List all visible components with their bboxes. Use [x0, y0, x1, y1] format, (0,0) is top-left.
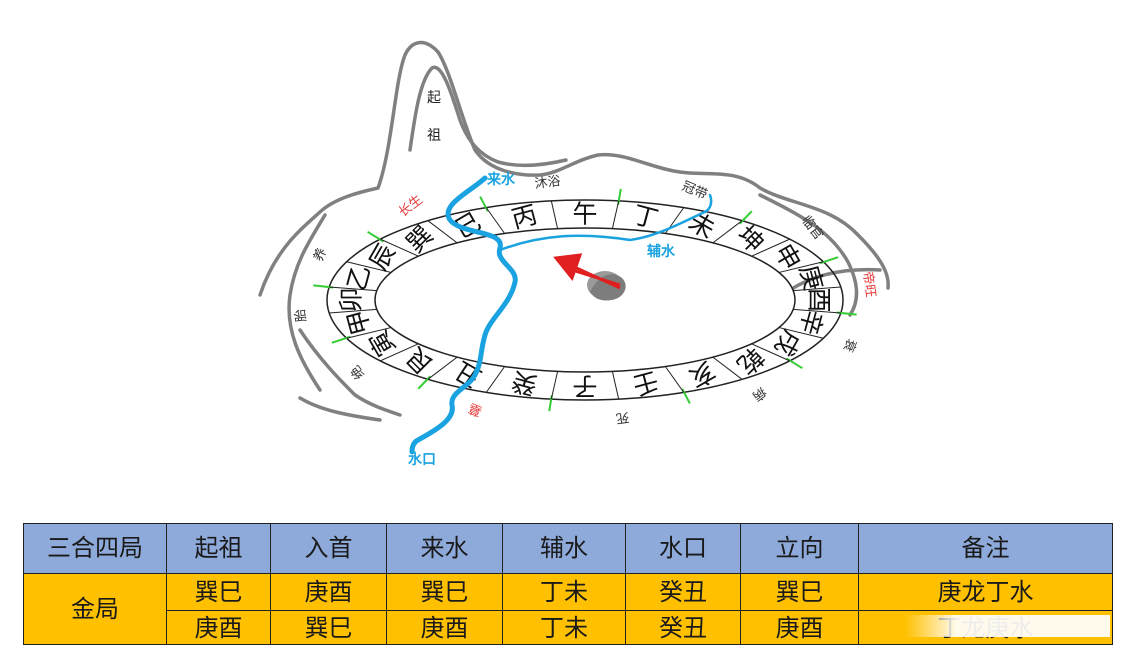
- stage-label: 墓: [467, 400, 485, 419]
- header-cell: 辅水: [503, 524, 626, 574]
- watermark-overlay: [905, 615, 1110, 637]
- stage-label: 死: [615, 409, 630, 426]
- table-cell: 巽巳: [741, 574, 859, 611]
- ring-divider: [551, 371, 557, 399]
- stage-label: 胎: [293, 308, 310, 323]
- table-cell: 巽巳: [167, 574, 271, 611]
- stage-label: 病: [749, 384, 768, 404]
- table-cell: 庚酉: [167, 611, 271, 645]
- table-row: 金局 巽巳 庚酉 巽巳 丁未 癸丑 巽巳 庚龙丁水: [24, 574, 1113, 611]
- stage-label: 长生: [396, 193, 426, 221]
- stage-label: 养: [310, 246, 330, 264]
- ring-divider: [612, 371, 618, 399]
- stage-label: 冠带: [680, 179, 710, 203]
- header-cell: 来水: [387, 524, 503, 574]
- stage-label: 帝旺: [859, 271, 878, 299]
- table-cell: 丁未: [503, 574, 626, 611]
- header-cell: 备注: [859, 524, 1113, 574]
- table-cell: 庚酉: [741, 611, 859, 645]
- water-dragon-diagram: 丙午丁未坤申庚酉辛戌乾亥壬子癸丑艮寅甲卯乙辰巽巳 沐浴冠带临官帝旺衰病死墓绝胎养…: [0, 0, 1135, 510]
- header-cell: 起祖: [167, 524, 271, 574]
- header-cell: 三合四局: [24, 524, 167, 574]
- mountain-label-1: 起: [427, 90, 441, 106]
- ring-character: 子: [572, 372, 597, 401]
- header-cell: 入首: [271, 524, 387, 574]
- ring-divider: [486, 367, 504, 393]
- table-cell: 庚酉: [271, 574, 387, 611]
- water-outlet-label: 水口: [408, 451, 436, 468]
- table-cell: 巽巳: [387, 574, 503, 611]
- ring-character: 丁: [630, 200, 662, 234]
- table-cell: 癸丑: [626, 611, 741, 645]
- header-cell: 水口: [626, 524, 741, 574]
- table-cell: 丁未: [503, 611, 626, 645]
- ring-divider: [486, 208, 504, 234]
- ring-character: 丙: [509, 200, 541, 234]
- stage-label: 绝: [347, 362, 368, 382]
- ring-character: 午: [572, 200, 597, 229]
- stage-label: 沐浴: [534, 174, 562, 192]
- ring-character: 癸: [509, 366, 541, 400]
- mountain-label-2: 祖: [427, 128, 441, 144]
- table-cell: 庚酉: [387, 611, 503, 645]
- table-cell: 巽巳: [271, 611, 387, 645]
- table-header-row: 三合四局 起祖 入首 来水 辅水 水口 立向 备注: [24, 524, 1113, 574]
- ring-divider: [612, 201, 618, 229]
- ring-divider: [551, 201, 557, 229]
- table-cell: 庚龙丁水: [859, 574, 1113, 611]
- auxiliary-water-label: 辅水: [647, 243, 676, 260]
- ring-divider: [665, 367, 683, 393]
- header-cell: 立向: [741, 524, 859, 574]
- group-label-cell: 金局: [24, 574, 167, 645]
- incoming-water-label: 来水: [486, 171, 516, 188]
- stage-label: 衰: [840, 336, 860, 354]
- ring-character: 壬: [630, 366, 662, 400]
- table-cell: 癸丑: [626, 574, 741, 611]
